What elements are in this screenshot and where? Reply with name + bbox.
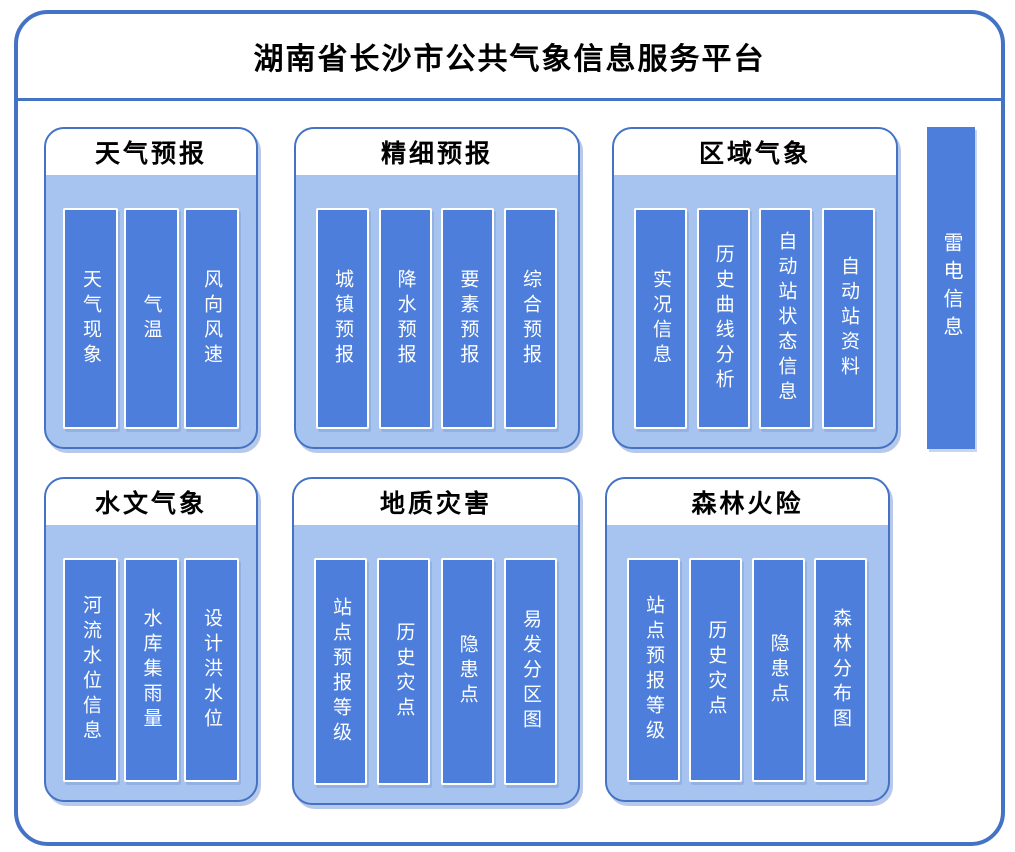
bar-label: 城镇预报: [332, 268, 353, 369]
bar-label: 站点预报等级: [643, 595, 664, 745]
bar-label: 历史曲线分析: [712, 243, 734, 394]
bar-label: 自动站状态信息: [775, 231, 797, 406]
lightning-info-bar: 雷电信息: [927, 127, 975, 449]
bar-precipitation-forecast: 降水预报: [378, 208, 432, 429]
panel-forest-fire-risk: 森林火险 站点预报等级 历史灾点 隐患点 森林分布图: [605, 477, 890, 802]
bar-hidden-danger-points: 隐患点: [751, 558, 805, 782]
panel-title: 森林火险: [607, 479, 888, 525]
bar-autostation-status-info: 自动站状态信息: [759, 208, 813, 429]
panel-fine-forecast: 精细预报 城镇预报 降水预报 要素预报 综合预报: [294, 127, 580, 449]
bar-label: 实况信息: [650, 268, 671, 369]
bar-live-info: 实况信息: [634, 208, 687, 429]
bar-label: 水库集雨量: [140, 607, 162, 733]
platform-container: 湖南省长沙市公共气象信息服务平台 天气预报 天气现象 气温 风向风速 精细预报 …: [14, 10, 1005, 846]
bar-label: 站点预报等级: [330, 596, 351, 747]
panel-weather-forecast: 天气预报 天气现象 气温 风向风速: [44, 127, 258, 449]
bar-label: 综合预报: [519, 268, 541, 369]
bar-label: 历史灾点: [393, 621, 415, 722]
bar-historical-disaster-points: 历史灾点: [689, 558, 743, 782]
bar-comprehensive-forecast: 综合预报: [503, 208, 557, 429]
bar-label: 天气现象: [80, 268, 101, 369]
panel-body: 河流水位信息 水库集雨量 设计洪水位: [46, 525, 256, 800]
bar-historical-disaster-points: 历史灾点: [377, 558, 431, 785]
bar-label: 历史灾点: [705, 620, 727, 720]
bar-air-temperature: 气温: [123, 208, 179, 429]
panel-hydrological-meteorology: 水文气象 河流水位信息 水库集雨量 设计洪水位: [44, 477, 258, 802]
page-title: 湖南省长沙市公共气象信息服务平台: [18, 14, 1001, 101]
panel-geological-disaster: 地质灾害 站点预报等级 历史灾点 隐患点 易发分区图: [292, 477, 580, 805]
bar-element-forecast: 要素预报: [441, 208, 495, 429]
bar-label: 自动站资料: [837, 256, 859, 381]
panel-title: 天气预报: [46, 129, 256, 175]
bar-weather-phenomena: 天气现象: [63, 208, 118, 429]
bar-station-forecast-level: 站点预报等级: [314, 558, 367, 785]
panel-title: 地质灾害: [294, 479, 578, 525]
panel-body: 天气现象 气温 风向风速: [46, 175, 256, 447]
bar-label: 设计洪水位: [201, 607, 222, 733]
bar-town-forecast: 城镇预报: [316, 208, 369, 429]
bar-label: 隐患点: [767, 632, 789, 708]
bar-design-flood-level: 设计洪水位: [184, 558, 239, 782]
panel-title: 精细预报: [296, 129, 578, 175]
bar-susceptibility-zoning-map: 易发分区图: [503, 558, 557, 785]
panel-body: 站点预报等级 历史灾点 隐患点 森林分布图: [607, 525, 888, 800]
panel-body: 城镇预报 降水预报 要素预报 综合预报: [296, 175, 578, 447]
panel-regional-meteorology: 区域气象 实况信息 历史曲线分析 自动站状态信息 自动站资料: [612, 127, 898, 449]
bar-reservoir-rainfall: 水库集雨量: [123, 558, 179, 782]
bar-label: 隐患点: [456, 634, 478, 709]
panel-title: 区域气象: [614, 129, 896, 175]
bar-history-curve-analysis: 历史曲线分析: [696, 208, 750, 429]
bar-label: 气温: [140, 293, 162, 344]
bar-label: 河流水位信息: [80, 595, 101, 745]
bar-label: 风向风速: [201, 268, 222, 369]
panel-title: 水文气象: [46, 479, 256, 525]
bar-river-water-level-info: 河流水位信息: [63, 558, 118, 782]
bar-label: 易发分区图: [519, 609, 541, 734]
bar-station-forecast-level: 站点预报等级: [627, 558, 680, 782]
bar-hidden-danger-points: 隐患点: [440, 558, 494, 785]
bar-label: 降水预报: [394, 268, 416, 369]
bar-wind-direction-speed: 风向风速: [184, 208, 239, 429]
bar-label: 雷电信息: [940, 232, 962, 344]
panel-body: 站点预报等级 历史灾点 隐患点 易发分区图: [294, 525, 578, 803]
bar-label: 要素预报: [457, 268, 479, 369]
bar-autostation-data: 自动站资料: [821, 208, 875, 429]
panel-body: 实况信息 历史曲线分析 自动站状态信息 自动站资料: [614, 175, 896, 447]
bar-forest-distribution-map: 森林分布图: [813, 558, 867, 782]
bar-label: 森林分布图: [829, 607, 851, 733]
